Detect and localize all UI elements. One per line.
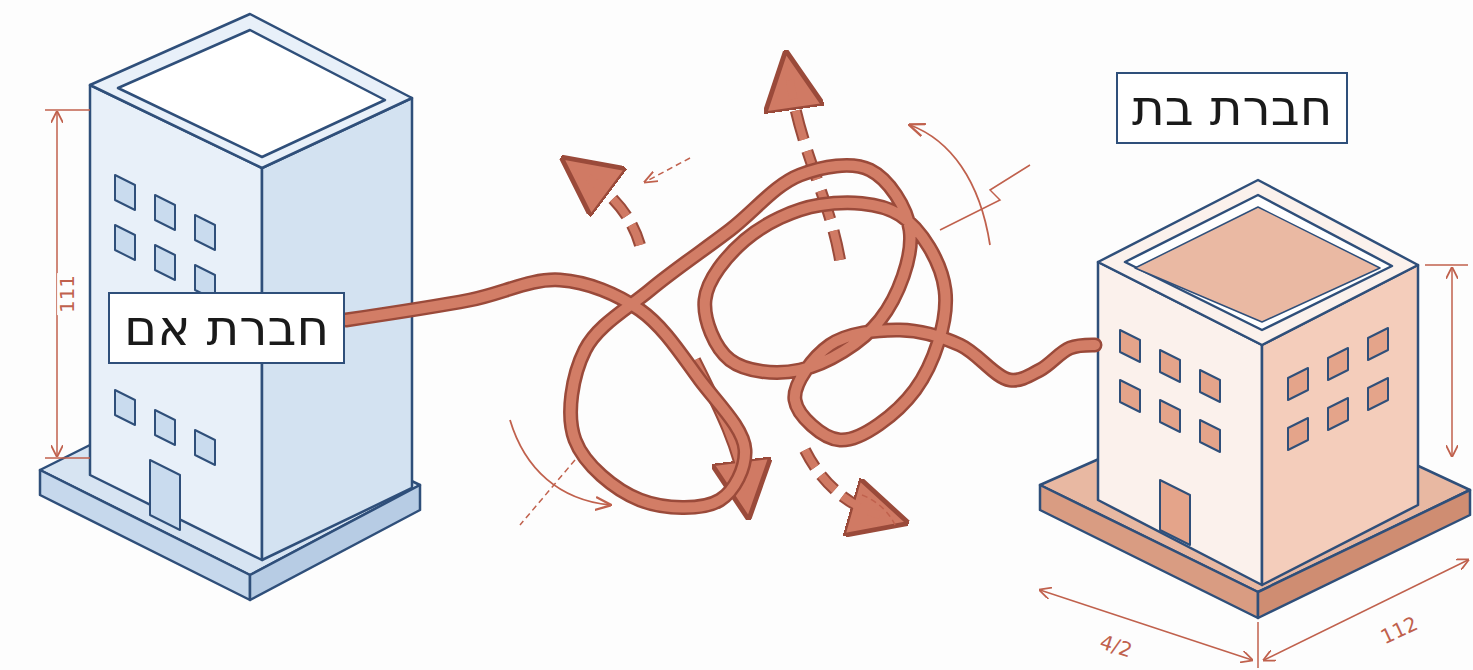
- dimension-lines: [45, 110, 1468, 668]
- tangled-connector: [346, 165, 1095, 507]
- name-tag: חברת אם: [108, 292, 345, 364]
- subsidiary-building: [1040, 180, 1470, 618]
- dimension-label: 4/2: [1096, 631, 1137, 661]
- parent-company-node: חברת אם: [108, 292, 346, 364]
- name-tag: חברת בת: [1116, 72, 1348, 144]
- company-name: חברת אם: [124, 299, 329, 357]
- dimension-label: 111: [57, 273, 77, 315]
- subsidiary-node: חברת בת: [1095, 72, 1470, 632]
- parent-building: [40, 14, 420, 600]
- rope-outline: [346, 165, 1095, 507]
- company-name: חברת בת: [1132, 79, 1332, 137]
- dimension-label: 112: [1376, 612, 1423, 648]
